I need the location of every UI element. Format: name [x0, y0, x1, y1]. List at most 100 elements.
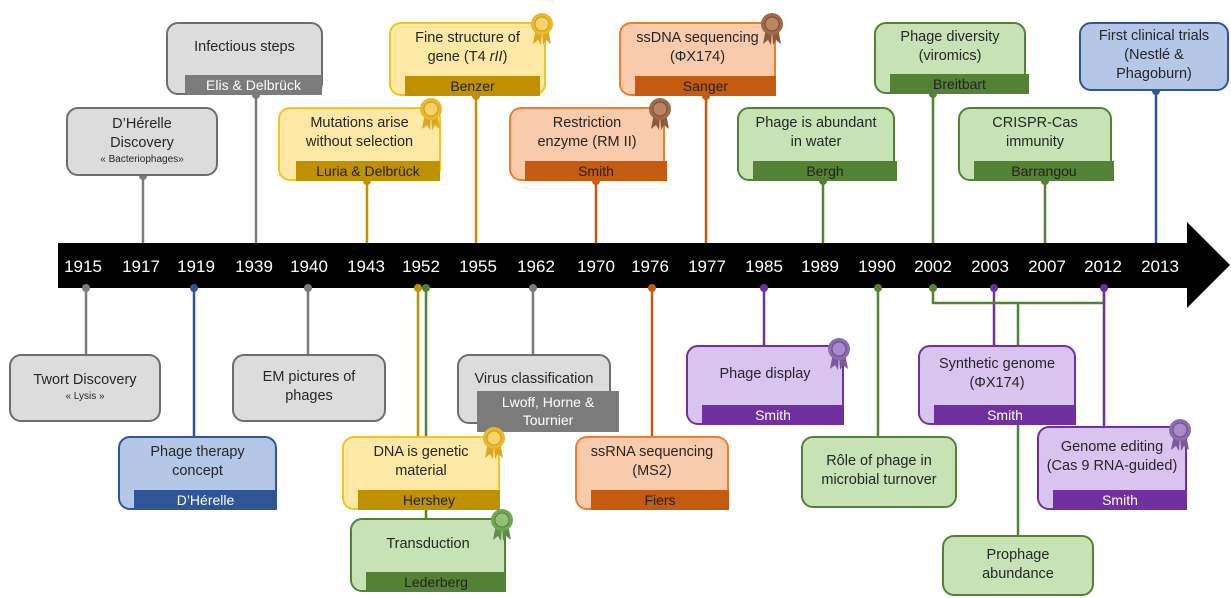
event-title: (Cas 9 RNA-guided)	[1046, 458, 1178, 474]
event-title: Discovery	[110, 135, 174, 151]
dot-2003	[990, 284, 998, 292]
event-author: Elis & Delbrück	[185, 75, 322, 95]
event-title: D’Hérelle	[112, 116, 172, 133]
event-title: DNA is genetic	[373, 444, 469, 461]
gold-rosette-icon	[420, 98, 442, 130]
dot-1985	[760, 284, 768, 292]
event-title-line-2: gene (T4 rII)	[428, 48, 508, 67]
connector-2002-bracket	[931, 288, 1106, 305]
event-title: concept	[172, 463, 223, 479]
year-label: 2002	[914, 257, 952, 276]
event-title: Infectious steps	[194, 39, 295, 56]
year-label: 2013	[1141, 257, 1179, 276]
dot-1962	[529, 284, 537, 292]
year-label: 1955	[459, 257, 497, 276]
year-label: 1952	[402, 257, 440, 276]
event-author: Benzer	[405, 76, 540, 96]
event-clinical-trials: First clinical trials (Nestlé & Phagobur…	[1079, 22, 1229, 91]
event-author: Smith	[934, 405, 1076, 425]
event-author: Lwoff, Horne & Tournier	[477, 391, 619, 432]
event-title: CRISPR-Cas	[992, 115, 1078, 132]
event-author: Luria & Delbrück	[296, 161, 440, 181]
event-title: phages	[285, 388, 333, 404]
year-label: 1943	[347, 257, 385, 276]
event-twort-discovery: Twort Discovery « Lysis »	[9, 354, 161, 422]
event-author: Smith	[525, 161, 667, 181]
event-author: D’Hérelle	[134, 490, 277, 510]
year-label: 2003	[971, 257, 1009, 276]
dot-1976	[648, 284, 656, 292]
event-title: Genome editing	[1060, 439, 1164, 456]
event-author: Smith	[702, 405, 844, 425]
year-label: 1989	[801, 257, 839, 276]
event-title: Rôle of phage in	[826, 453, 932, 470]
event-author: Barrangou	[974, 161, 1114, 181]
event-subtitle: « Bacteriophages»	[100, 153, 184, 165]
timeline-arrow	[58, 222, 1230, 308]
dot-1990	[874, 284, 882, 292]
event-mutations: Mutations arise without selection Luria …	[278, 107, 441, 181]
gold-rosette-icon	[531, 13, 553, 45]
event-phage-display: Phage display Smith	[686, 345, 844, 425]
purple-rosette-icon	[828, 338, 850, 370]
event-title: ssRNA sequencing	[590, 444, 714, 461]
purple-rosette-icon	[1169, 419, 1191, 451]
event-title: (viromics)	[918, 48, 982, 64]
dot-1940	[304, 284, 312, 292]
event-author: Sanger	[635, 76, 776, 96]
event-title: immunity	[1005, 134, 1064, 150]
event-phage-therapy: Phage therapy concept D’Hérelle	[118, 436, 277, 510]
event-title: Phage diversity	[900, 29, 1000, 46]
event-title: gene (T4	[427, 49, 490, 65]
event-dna-genetic: DNA is genetic material Hershey	[342, 436, 500, 510]
year-label: 1915	[64, 257, 102, 276]
event-title: First clinical trials	[1098, 28, 1210, 45]
year-label: 1962	[517, 257, 555, 276]
event-title: (MS2)	[632, 463, 672, 479]
event-crispr: CRISPR-Cas immunity Barrangou	[958, 107, 1114, 181]
event-title: Transduction	[386, 535, 470, 552]
event-title: Twort Discovery	[33, 372, 137, 389]
event-title-italic: rII	[489, 49, 503, 65]
event-author: Fiers	[591, 490, 729, 510]
event-title: Restriction	[552, 115, 622, 132]
event-author: Bergh	[753, 161, 897, 181]
event-ssrna-sequencing: ssRNA sequencing (MS2) Fiers	[575, 436, 729, 510]
event-restriction-enzyme: Restriction enzyme (RM II) Smith	[509, 107, 667, 181]
event-prophage-abundance: Prophage abundance	[942, 535, 1094, 596]
event-genome-editing: Genome editing (Cas 9 RNA-guided) Smith	[1037, 426, 1187, 510]
year-label: 1917	[122, 257, 160, 276]
dot-2002-bottom	[929, 284, 937, 292]
year-label: 1939	[235, 257, 273, 276]
green-rosette-icon	[491, 509, 513, 541]
event-title: (Nestlé &	[1124, 47, 1184, 64]
event-title: Virus classification	[474, 371, 594, 387]
year-label: 1977	[688, 257, 726, 276]
event-fine-structure: Fine structure of gene (T4 rII) Benzer	[389, 22, 546, 96]
gold-rosette-icon	[483, 427, 505, 459]
event-author: Hershey	[358, 490, 500, 510]
event-em-pictures: EM pictures of phages	[232, 354, 386, 422]
dot-2012	[1100, 284, 1108, 292]
year-label: 1940	[290, 257, 328, 276]
event-title: Prophage	[986, 546, 1050, 563]
event-title: Phage display	[719, 365, 811, 382]
dot-1919	[190, 284, 198, 292]
event-phage-diversity: Phage diversity (viromics) Breitbart	[874, 22, 1029, 94]
event-title: EM pictures of	[262, 369, 356, 386]
event-title: Phagoburn)	[1116, 65, 1192, 82]
year-label: 1990	[858, 257, 896, 276]
dot-1915	[82, 284, 90, 292]
event-title: enzyme (RM II)	[537, 134, 637, 150]
year-label: 1970	[577, 257, 615, 276]
event-title: material	[395, 463, 447, 479]
event-title: Fine structure of	[415, 30, 520, 47]
event-author: Lederberg	[366, 572, 506, 592]
event-abundant-water: Phage is abundant in water Bergh	[737, 107, 897, 181]
event-ssdna-sequencing: ssDNA sequencing (ΦX174) Sanger	[619, 22, 776, 96]
year-label: 2007	[1028, 257, 1066, 276]
bronze-rosette-icon	[649, 98, 671, 130]
event-role-turnover: Rôle of phage in microbial turnover	[801, 436, 957, 508]
event-dherelle-discovery: D’Hérelle Discovery « Bacteriophages»	[66, 107, 218, 176]
event-title: (ΦX174)	[669, 49, 726, 65]
